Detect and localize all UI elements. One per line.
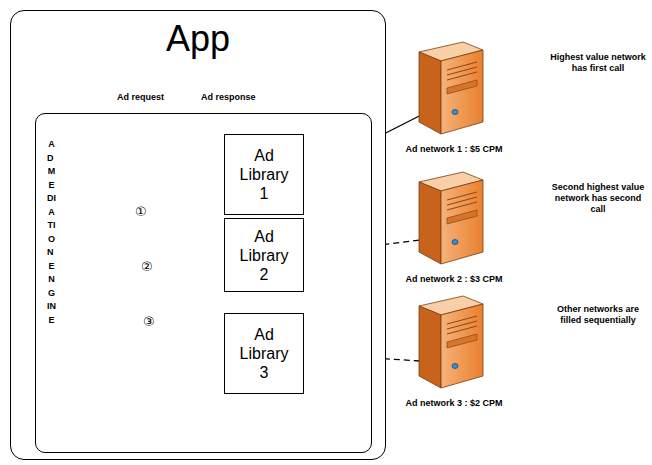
note-label: Second highest value network has second …: [546, 182, 650, 215]
ad-library-box: Ad Library 3: [224, 313, 304, 394]
ad-network-server: Ad network 2 : $3 CPM: [395, 166, 513, 292]
app-title: App: [11, 19, 385, 59]
network-name: Ad network 3 : $2 CPM: [395, 398, 513, 409]
callout-number: ③: [142, 314, 156, 329]
library-name: Ad Library 1: [234, 146, 294, 203]
network-name: Ad network 1 : $5 CPM: [395, 144, 513, 155]
flow-label: Ad request: [104, 92, 164, 103]
network-name: Ad network 2 : $3 CPM: [395, 274, 513, 285]
mediation-engine: AD MEDIATION ENGINE Ad Library 1 Ad Librar…: [35, 113, 372, 453]
callout-number: ①: [134, 204, 148, 219]
ad-library-box: Ad Library 1: [224, 134, 304, 215]
ad-network-server: Ad network 1 : $5 CPM: [395, 36, 513, 162]
server-icon: [415, 36, 487, 136]
server-icon: [415, 290, 487, 390]
callout-number: ②: [140, 259, 154, 274]
library-name: Ad Library 2: [234, 227, 294, 284]
ad-library-box: Ad Library 2: [224, 218, 304, 292]
note-label: Other networks are filled sequentially: [546, 304, 650, 326]
engine-label: AD MEDIATION ENGINE: [47, 138, 56, 327]
app-container: App AD MEDIATION ENGINE Ad Library 1 Ad Lib…: [10, 10, 386, 460]
library-name: Ad Library 3: [234, 325, 294, 382]
server-icon: [415, 166, 487, 266]
flow-label: Ad response: [201, 92, 271, 103]
note-label: Highest value network has first call: [546, 52, 650, 74]
ad-network-server: Ad network 3 : $2 CPM: [395, 290, 513, 416]
